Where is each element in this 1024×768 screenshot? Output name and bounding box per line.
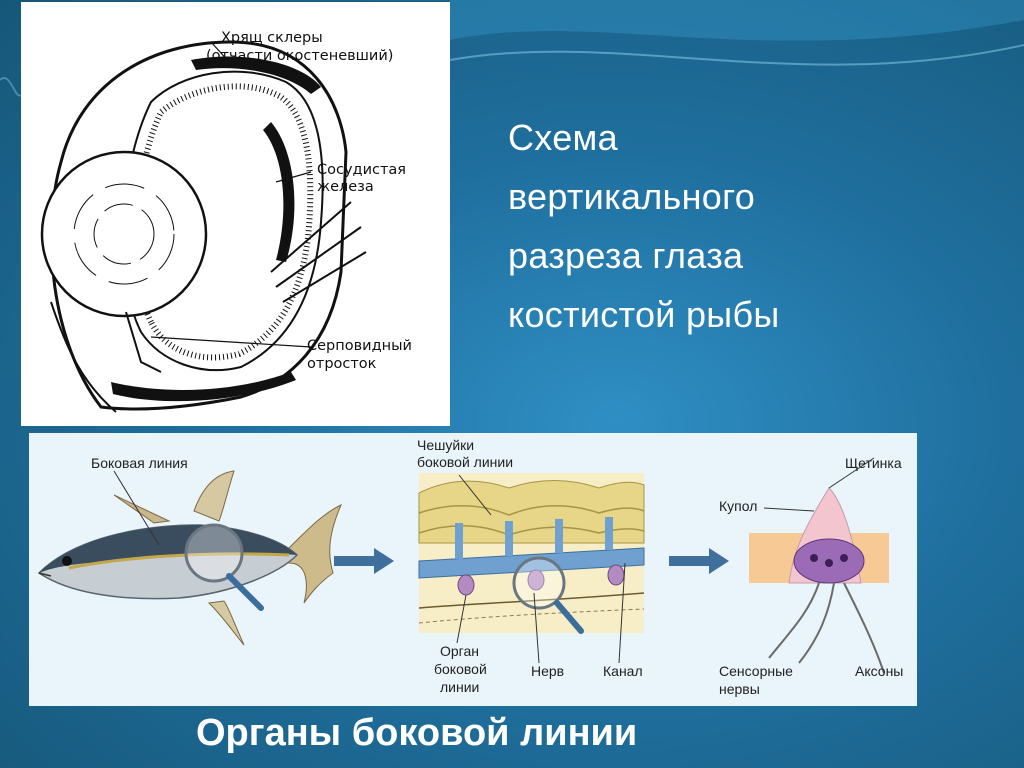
sclera-label-line2: (отчасти окостеневший) [206, 48, 394, 64]
title-line-1: Схема [508, 117, 618, 158]
sclera-label-line1: Хрящ склеры [221, 30, 323, 46]
falciform-label-line2: отросток [307, 356, 377, 372]
retina-layer [132, 83, 314, 361]
arrow-1 [334, 548, 394, 574]
sclera-cartilage-bottom [111, 372, 296, 402]
eye-diagram-panel: Хрящ склеры (отчасти окостеневший) Сосуд… [21, 2, 450, 426]
falciform-label-line1: Серповидный [307, 338, 412, 354]
vascular-label-line1: Сосудистая [317, 162, 407, 178]
lateral-canal-section [418, 473, 645, 664]
eye-diagram-drawing [40, 40, 367, 413]
cornea [50, 301, 117, 413]
vascular-gland [263, 122, 295, 262]
lateral-line-label: Боковая линия [91, 455, 188, 471]
arrow-2 [669, 548, 729, 574]
slide-title: Схема вертикального разреза глаза костис… [508, 108, 988, 344]
optic-nerve [270, 201, 367, 303]
lens [40, 150, 208, 318]
tuna-fish [37, 470, 342, 646]
background-wave [0, 0, 1024, 97]
title-line-3: разреза глаза [508, 235, 744, 276]
organ-label-line2: боковой [434, 661, 487, 677]
title-line-4: костистой рыбы [508, 294, 780, 335]
neuromast [749, 457, 889, 674]
title-line-2: вертикального [508, 176, 756, 217]
nerve-label: Нерв [531, 663, 565, 679]
scales-label-line2: боковой линии [417, 454, 514, 470]
organ-label-line3: линии [440, 679, 480, 695]
lateral-line-panel: Боковая линия Чешуйки боковой линии Орга… [29, 433, 917, 706]
bristle-label: Щетинка [845, 455, 902, 471]
vascular-label-line2: железа [317, 179, 374, 195]
sclera-cartilage-top [191, 56, 321, 94]
cupula-label: Купол [719, 498, 758, 514]
sensory-nerves-label-line1: Сенсорные [719, 663, 793, 679]
slide-caption: Органы боковой линии [196, 712, 638, 754]
sensory-nerves-label-line2: нервы [719, 681, 760, 697]
scales-label-line1: Чешуйки [417, 437, 475, 453]
lateral-line-drawing [37, 457, 889, 674]
canal-label: Канал [603, 663, 643, 679]
axons-label: Аксоны [855, 663, 904, 679]
organ-label-line1: Орган [440, 643, 479, 659]
